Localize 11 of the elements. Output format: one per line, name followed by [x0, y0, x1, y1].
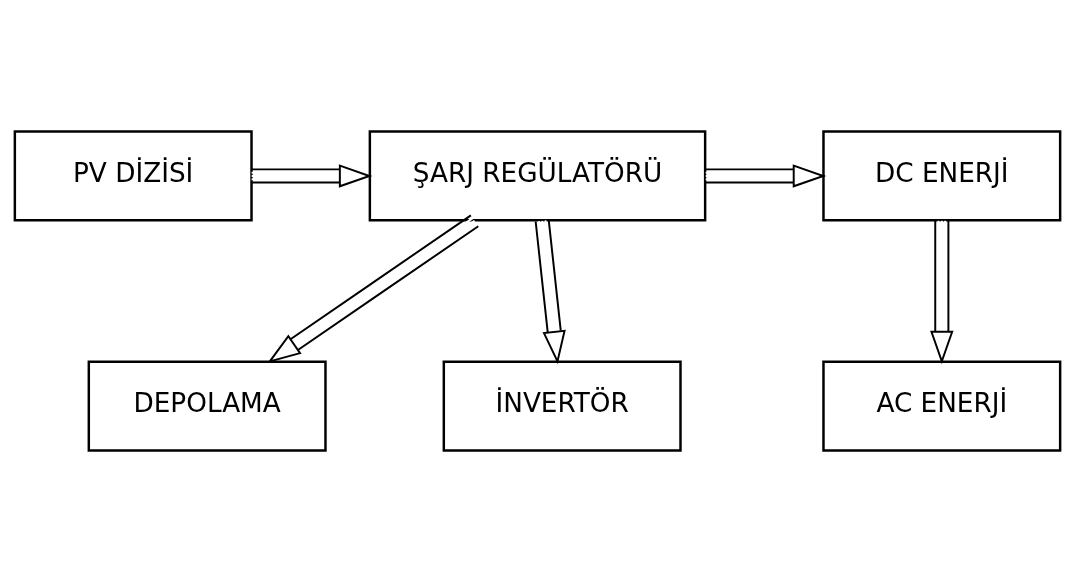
node-box: PV DİZİSİ: [13, 129, 253, 222]
arrow: [704, 163, 827, 188]
node-box: DC ENERJİ: [822, 129, 1062, 222]
arrow: [250, 163, 373, 188]
arrow: [930, 219, 954, 364]
node-box: DEPOLAMA: [87, 359, 327, 452]
arrow: [534, 218, 566, 364]
node-box: İNVERTÖR: [442, 359, 682, 452]
node-box: AC ENERJİ: [822, 359, 1062, 452]
node-box: ŞARJ REGÜLATÖRÜ: [368, 129, 707, 222]
arrow: [267, 213, 480, 363]
